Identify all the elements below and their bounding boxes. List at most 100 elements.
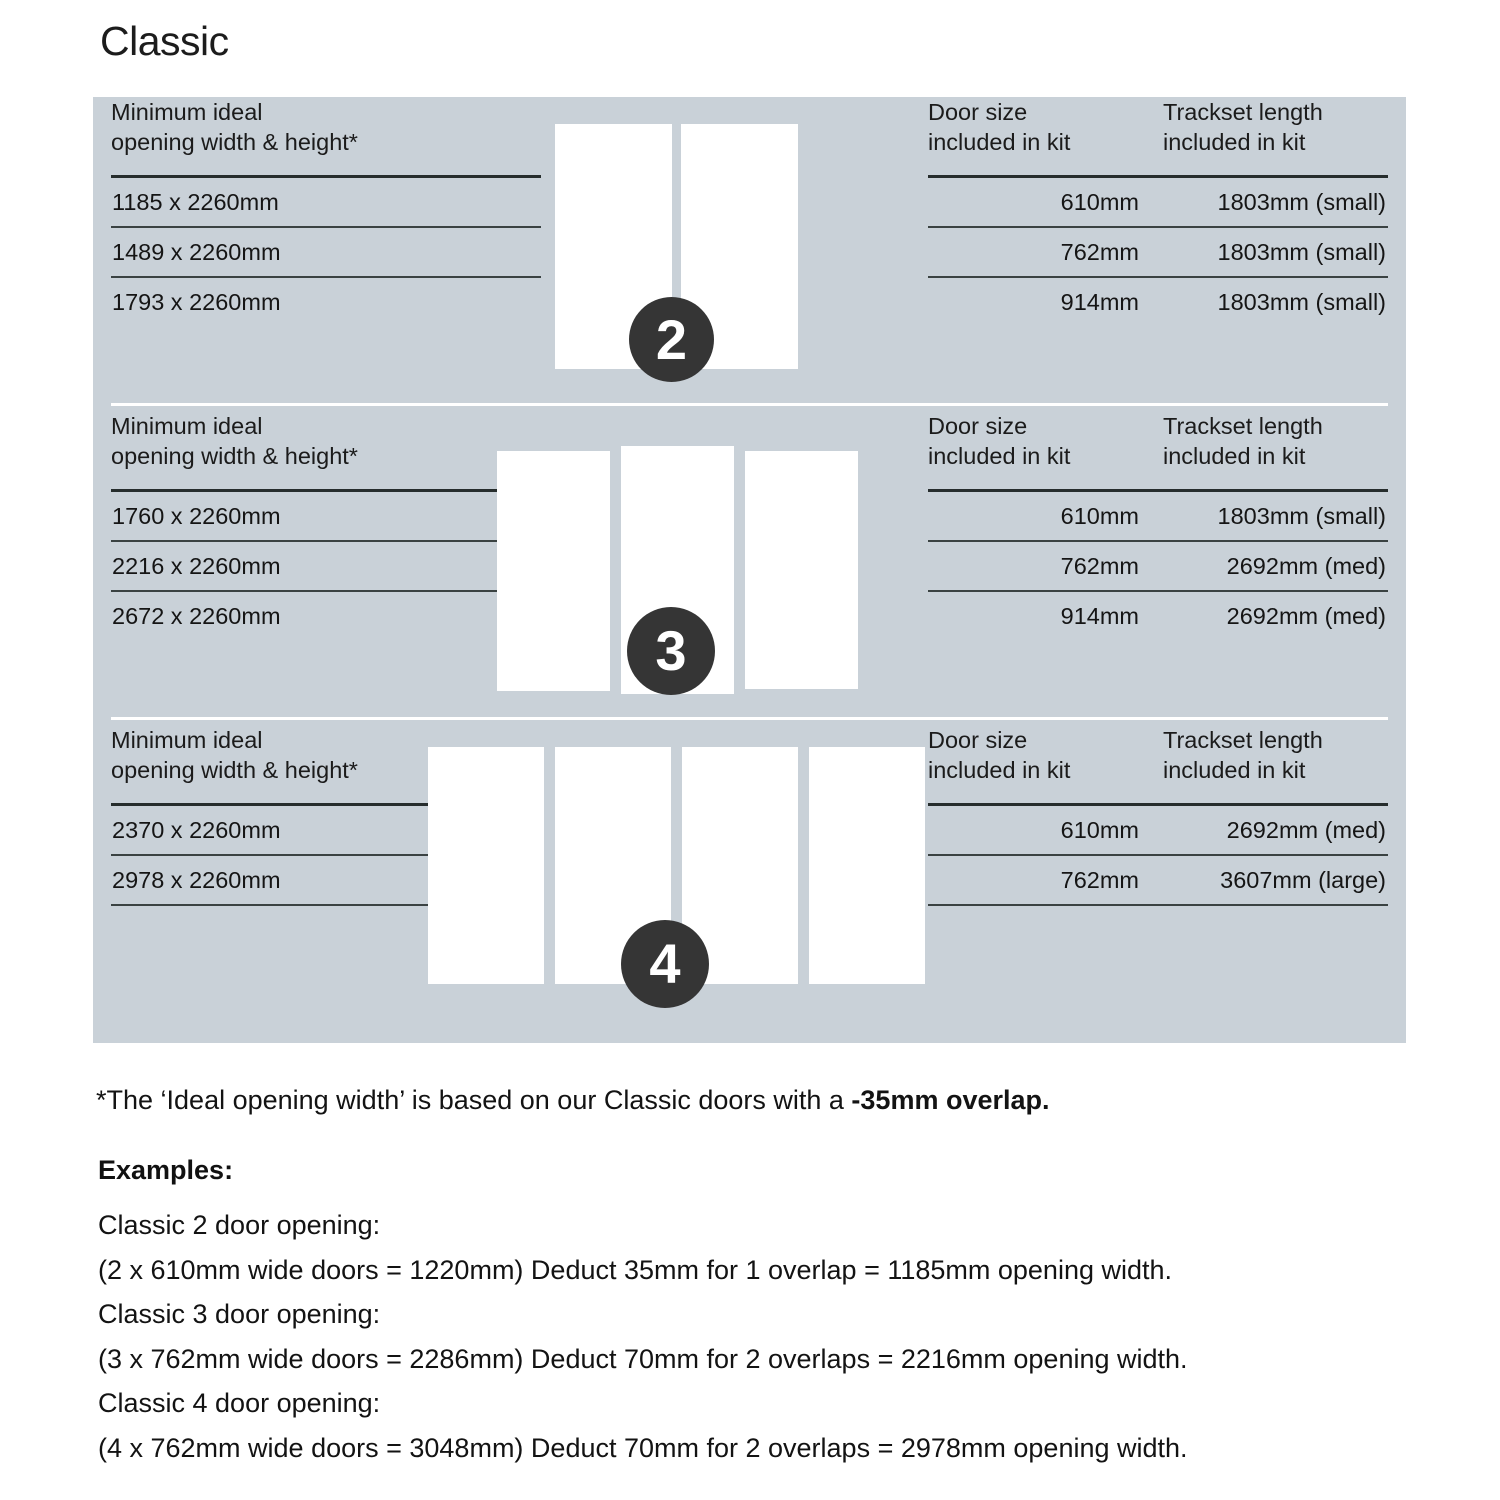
example-line: Classic 2 door opening: <box>98 1210 381 1240</box>
kit-table-3door: Door size included in kit Trackset lengt… <box>928 411 1388 640</box>
column-header-opening: Minimum ideal opening width & height* <box>111 99 358 155</box>
spec-panel: Minimum ideal opening width & height* 11… <box>93 97 1406 1043</box>
examples-list: Classic 2 door opening: (2 x 610mm wide … <box>98 1203 1188 1470</box>
row-rule <box>111 904 541 906</box>
table-row: 1760 x 2260mm <box>111 492 541 540</box>
row-rule <box>928 226 1388 228</box>
door-count-badge: 4 <box>621 920 709 1008</box>
column-header-door-size: Door size included in kit <box>928 413 1071 469</box>
table-row: 2216 x 2260mm <box>111 542 541 590</box>
section-divider <box>111 717 1388 720</box>
column-header-trackset: Trackset length included in kit <box>1163 99 1323 155</box>
opening-value: 2672 x 2260mm <box>112 602 281 629</box>
row-rule <box>111 276 541 278</box>
table-row: 1489 x 2260mm <box>111 228 541 276</box>
example-line: (3 x 762mm wide doors = 2286mm) Deduct 7… <box>98 1343 1188 1374</box>
table-row: 2370 x 2260mm <box>111 806 541 854</box>
kit-column-headers: Door size included in kit Trackset lengt… <box>928 411 1388 471</box>
opening-value: 1185 x 2260mm <box>112 188 279 215</box>
kit-column-headers: Door size included in kit Trackset lengt… <box>928 97 1388 157</box>
row-rule <box>928 590 1388 592</box>
row-rule <box>111 590 541 592</box>
table-row: 610mm 1803mm (small) <box>928 492 1388 540</box>
column-header-door-size: Door size included in kit <box>928 727 1071 783</box>
column-header-trackset: Trackset length included in kit <box>1163 727 1323 783</box>
opening-value: 1793 x 2260mm <box>112 288 281 315</box>
row-rule <box>111 854 541 856</box>
footnote: *The ‘Ideal opening width’ is based on o… <box>96 1085 1050 1116</box>
examples-heading: Examples: <box>98 1155 234 1185</box>
opening-table-2door: Minimum ideal opening width & height* 11… <box>111 97 541 326</box>
door-count-badge: 3 <box>627 607 715 695</box>
table-row: 914mm 1803mm (small) <box>928 278 1388 326</box>
header-rule <box>111 489 541 492</box>
section-3-door: Minimum ideal opening width & height* 17… <box>93 411 1406 717</box>
section-2-door: Minimum ideal opening width & height* 11… <box>93 97 1406 403</box>
footnote-text: *The ‘Ideal opening width’ is based on o… <box>96 1085 852 1115</box>
example-line: (4 x 762mm wide doors = 3048mm) Deduct 7… <box>98 1432 1188 1463</box>
door-gap <box>734 446 745 694</box>
trackset-value: 1803mm (small) <box>1217 238 1386 265</box>
example-line: Classic 3 door opening: <box>98 1299 381 1329</box>
kit-table-2door: Door size included in kit Trackset lengt… <box>928 97 1388 326</box>
page-title: Classic <box>100 18 229 64</box>
door-size-value: 762mm <box>1060 866 1139 893</box>
door-panel <box>745 451 858 689</box>
door-size-value: 914mm <box>1060 288 1139 315</box>
example-line: (2 x 610mm wide doors = 1220mm) Deduct 3… <box>98 1254 1173 1285</box>
door-panel <box>497 451 610 691</box>
kit-column-headers: Door size included in kit Trackset lengt… <box>928 725 1388 785</box>
header-rule <box>111 175 541 178</box>
opening-value: 2370 x 2260mm <box>112 816 281 843</box>
trackset-value: 1803mm (small) <box>1217 502 1386 529</box>
example-line: Classic 4 door opening: <box>98 1388 381 1418</box>
table-row: 2978 x 2260mm <box>111 856 541 904</box>
door-panel <box>809 747 925 984</box>
opening-value: 1489 x 2260mm <box>112 238 281 265</box>
opening-value: 1760 x 2260mm <box>112 502 281 529</box>
trackset-value: 1803mm (small) <box>1217 288 1386 315</box>
table-row: 762mm 1803mm (small) <box>928 228 1388 276</box>
column-header-opening: Minimum ideal opening width & height* <box>111 727 358 783</box>
header-rule <box>111 803 541 806</box>
row-rule <box>111 540 541 542</box>
door-gap <box>798 747 809 984</box>
table-row: 2672 x 2260mm <box>111 592 541 640</box>
section-divider <box>111 403 1388 406</box>
header-rule <box>928 803 1388 806</box>
table-row: 610mm 2692mm (med) <box>928 806 1388 854</box>
kit-table-4door: Door size included in kit Trackset lengt… <box>928 725 1388 906</box>
trackset-value: 2692mm (med) <box>1226 552 1386 579</box>
opening-table-3door: Minimum ideal opening width & height* 17… <box>111 411 541 640</box>
trackset-value: 1803mm (small) <box>1217 188 1386 215</box>
row-rule <box>111 226 541 228</box>
table-row: 762mm 2692mm (med) <box>928 542 1388 590</box>
door-size-value: 914mm <box>1060 602 1139 629</box>
table-row: 610mm 1803mm (small) <box>928 178 1388 226</box>
header-rule <box>928 175 1388 178</box>
opening-table-4door: Minimum ideal opening width & height* 23… <box>111 725 541 906</box>
door-gap <box>544 747 555 984</box>
column-header-door-size: Door size included in kit <box>928 99 1071 155</box>
door-count-badge: 2 <box>629 297 714 382</box>
door-size-value: 762mm <box>1060 238 1139 265</box>
footnote-emphasis: -35mm overlap. <box>851 1085 1050 1115</box>
section-4-door: Minimum ideal opening width & height* 23… <box>93 725 1406 1043</box>
door-size-value: 610mm <box>1060 188 1139 215</box>
door-diagram-2 <box>555 124 798 369</box>
table-row: 1185 x 2260mm <box>111 178 541 226</box>
trackset-value: 3607mm (large) <box>1220 866 1386 893</box>
column-header-opening: Minimum ideal opening width & height* <box>111 413 358 469</box>
column-header-trackset: Trackset length included in kit <box>1163 413 1323 469</box>
row-rule <box>928 540 1388 542</box>
door-size-value: 610mm <box>1060 502 1139 529</box>
table-row: 762mm 3607mm (large) <box>928 856 1388 904</box>
trackset-value: 2692mm (med) <box>1226 602 1386 629</box>
header-rule <box>928 489 1388 492</box>
row-rule <box>928 854 1388 856</box>
opening-value: 2978 x 2260mm <box>112 866 281 893</box>
row-rule <box>928 276 1388 278</box>
table-row: 1793 x 2260mm <box>111 278 541 326</box>
door-size-value: 762mm <box>1060 552 1139 579</box>
door-gap <box>610 446 621 694</box>
